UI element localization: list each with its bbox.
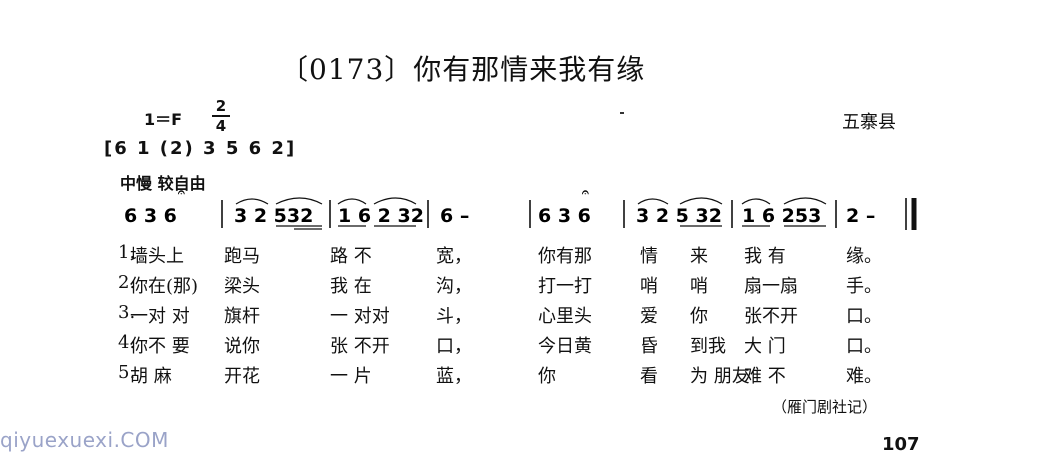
lyric-phrase: 爱 (640, 306, 658, 327)
lyric-phrase: 一 片 (330, 366, 372, 387)
measure-8-notes: 2 – (846, 205, 875, 227)
slur-mark (337, 198, 367, 205)
pitch-range: [6 1 (2) 3 5 6 2] (104, 138, 297, 159)
lyric-phrase: 你在(那) (130, 276, 199, 297)
county-label: 五寨县 (842, 112, 896, 133)
fermata-mark: 𝄐 (581, 185, 589, 199)
lyric-phrase: 梁头 (224, 276, 260, 297)
lyric-line: 2. 你在(那) 梁头 我 在 沟， 打一打 哨 哨 扇一扇 手。 (0, 272, 1064, 297)
lyric-phrase: 你 (690, 306, 708, 327)
lyric-phrase: 蓝， (436, 366, 472, 387)
lyric-phrase: 手。 (846, 276, 882, 297)
lyric-phrase: 情 (640, 246, 658, 267)
time-signature-line (212, 115, 230, 117)
verse-number: 3. (118, 302, 136, 323)
lyric-phrase: 昏 (640, 336, 658, 357)
lyric-phrase: 口， (436, 336, 472, 357)
notation-staff: 6 3 6 𝄐 3 2 532 1 6 2 32 6 – 6 3 6 𝄐 3 2… (124, 185, 917, 230)
measure-1-notes: 6 3 6 (124, 205, 177, 227)
lyric-phrase: 路 不 (330, 246, 372, 267)
verse-number: 4. (118, 332, 136, 353)
lyric-phrase: 你有那 (538, 246, 592, 267)
lyric-phrase: 沟， (436, 276, 472, 297)
lyric-phrase: 墙头上 (130, 246, 184, 267)
lyric-line: 5. 胡 麻 开花 一 片 蓝， 你 看 为 朋友 难 不 难。 (0, 362, 1064, 387)
lyric-phrase: 开花 (224, 366, 260, 387)
slur-mark (373, 197, 417, 205)
lyric-phrase: 大 门 (744, 336, 786, 357)
time-signature: 2 4 (212, 98, 230, 134)
lyric-phrase: 扇一扇 (744, 276, 798, 297)
key-signature: 1＝F (144, 110, 183, 129)
lyric-phrase: 一对 对 (130, 306, 190, 327)
tempo-marking: 中慢 较自由 (120, 174, 206, 193)
lyric-line: 4. 你不 要 说你 张 不开 口， 今日黄 昏 到我 大 门 口。 (0, 332, 1064, 357)
lyric-phrase: 难。 (846, 366, 882, 387)
lyric-phrase: 你 (538, 366, 556, 387)
lyric-phrase: 缘。 (846, 246, 882, 267)
lyric-phrase: 今日黄 (538, 336, 592, 357)
lyric-phrase: 旗杆 (224, 306, 260, 327)
print-mark (620, 112, 624, 114)
lyric-phrase: 为 朋友 (690, 366, 750, 387)
verse-number: 2. (118, 272, 136, 293)
lyric-phrase: 到我 (690, 336, 726, 357)
slur-mark (783, 197, 827, 205)
lyric-phrase: 你不 要 (130, 336, 190, 357)
lyric-phrase: 宽， (436, 246, 472, 267)
lyric-phrase: 张 不开 (330, 336, 390, 357)
lyric-phrase: 口。 (846, 336, 882, 357)
lyric-phrase: 来 (690, 246, 708, 267)
source-credit: （雁门剧社记） (772, 398, 878, 416)
measure-5-notes: 6 3 6 (538, 205, 591, 227)
lyric-phrase: 心里头 (538, 306, 592, 327)
lyric-line: 1. 墙头上 跑马 路 不 宽， 你有那 情 来 我 有 缘。 (0, 242, 1064, 267)
measure-6-notes: 3 2 5 32 (636, 205, 722, 227)
site-watermark: qiyuexuexi.COM (0, 428, 169, 452)
verse-number: 5. (118, 362, 136, 383)
lyric-phrase: 胡 麻 (130, 366, 172, 387)
lyric-phrase: 哨 (640, 276, 658, 297)
lyric-phrase: 口。 (846, 306, 882, 327)
slur-mark (637, 198, 669, 205)
measure-2-notes: 3 2 532 (234, 205, 313, 227)
slur-mark (235, 198, 269, 205)
lyric-phrase: 一 对对 (330, 306, 390, 327)
lyric-phrase: 打一打 (538, 276, 592, 297)
lyric-phrase: 难 不 (744, 366, 786, 387)
lyric-phrase: 哨 (690, 276, 708, 297)
lyric-phrase: 我 有 (744, 246, 786, 267)
page-number: 107 (882, 434, 920, 455)
lyric-phrase: 张不开 (744, 306, 798, 327)
slur-mark (679, 197, 723, 205)
time-signature-top: 2 (215, 97, 227, 115)
lyric-phrase: 看 (640, 366, 658, 387)
lyric-phrase: 斗， (436, 306, 472, 327)
time-signature-bottom: 4 (215, 116, 227, 135)
verse-number: 1. (118, 242, 136, 263)
lyric-phrase: 跑马 (224, 246, 260, 267)
measure-7-notes: 1 6 253 (742, 205, 821, 227)
measure-3-notes: 1 6 2 32 (338, 205, 424, 227)
song-title: 〔0173〕你有那情来我有缘 (280, 53, 646, 86)
fermata-mark: 𝄐 (177, 185, 185, 199)
measure-4-notes: 6 – (440, 205, 469, 227)
slur-mark (741, 198, 771, 205)
lyric-line: 3. 一对 对 旗杆 一 对对 斗， 心里头 爱 你 张不开 口。 (0, 302, 1064, 327)
slur-mark (275, 197, 323, 205)
lyric-phrase: 我 在 (330, 276, 372, 297)
lyric-phrase: 说你 (224, 336, 260, 357)
